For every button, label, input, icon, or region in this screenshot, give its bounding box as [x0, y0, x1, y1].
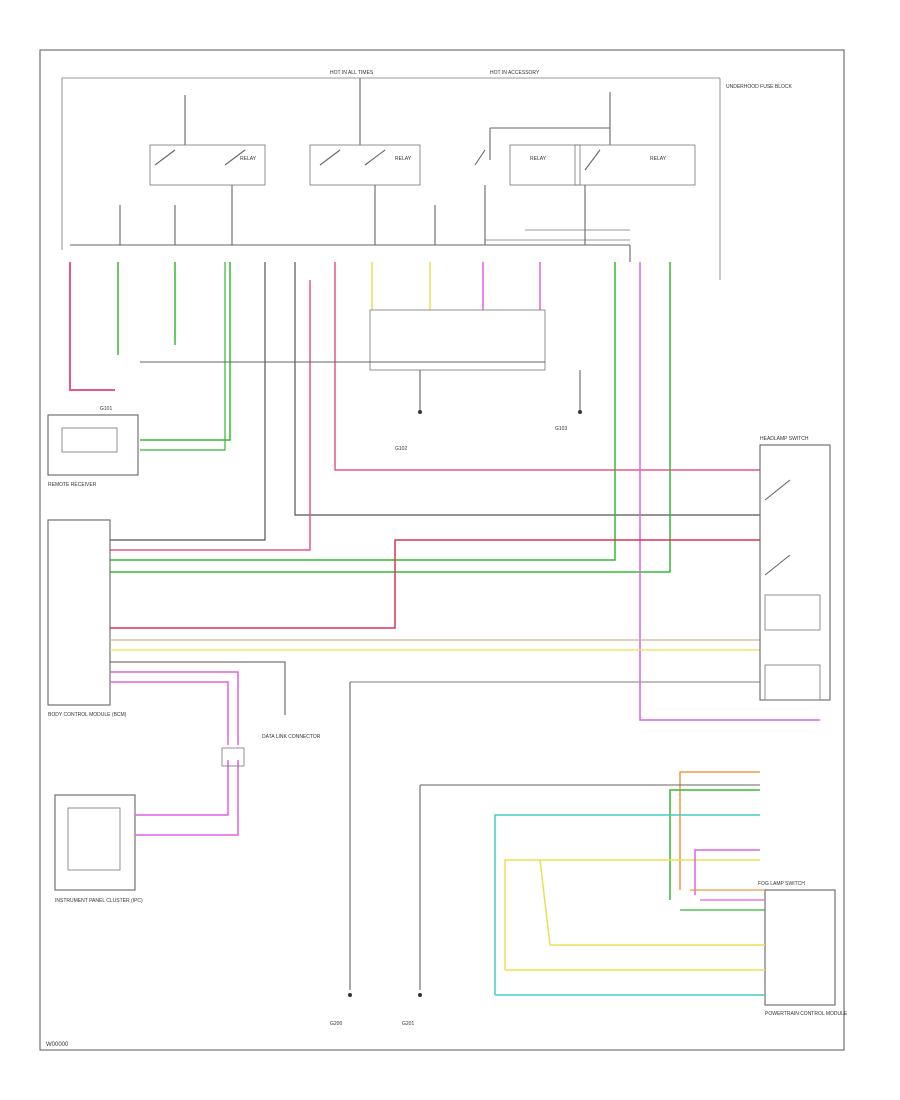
- headlamp-switch: HEADLAMP SWITCH: [759, 436, 831, 701]
- fuse-block-label: UNDERHOOD FUSE BLOCK: [726, 84, 793, 90]
- wire-magenta-right: [639, 262, 820, 721]
- relay-block-3: RELAY: [474, 144, 581, 186]
- relay-block-2: RELAY: [309, 144, 421, 186]
- diagram-border: [39, 49, 845, 1051]
- relay-block-1: RELAY: [149, 144, 266, 186]
- remote-receiver: REMOTE RECEIVER: [47, 414, 139, 488]
- pcm-label: POWERTRAIN CONTROL MODULE: [765, 1011, 848, 1017]
- footer-code: W00000: [46, 1042, 69, 1048]
- instrument-cluster: INSTRUMENT PANEL CLUSTER (IPC): [54, 794, 143, 904]
- wire-green-receiver: [140, 262, 231, 441]
- relay-2-label: RELAY: [395, 156, 412, 162]
- ground-right-label: G103: [555, 426, 567, 432]
- relay-block-4: RELAY: [574, 144, 696, 186]
- bcm-label: BODY CONTROL MODULE (BCM): [48, 712, 127, 718]
- fog-lamp-switch-label: FOG LAMP SWITCH: [758, 881, 805, 887]
- body-control-module: BODY CONTROL MODULE (BCM): [47, 519, 127, 718]
- ground-mid-label: G102: [395, 446, 407, 452]
- wire-cyan: [494, 814, 760, 995]
- wire-pink-headlamp: [334, 262, 760, 471]
- ground-left-label: G101: [100, 406, 112, 412]
- wire-red-fog: [110, 539, 760, 629]
- remote-receiver-label: REMOTE RECEIVER: [48, 482, 97, 488]
- lamp-group: [369, 309, 546, 371]
- hot-accessory-label: HOT IN ACCESSORY: [490, 70, 540, 76]
- relay-3-label: RELAY: [530, 156, 547, 162]
- wire-pink-left: [69, 262, 115, 391]
- relay-4-label: RELAY: [650, 156, 667, 162]
- headlamp-switch-label: HEADLAMP SWITCH: [760, 436, 809, 442]
- connector-label: DATA LINK CONNECTOR: [262, 734, 321, 740]
- ground-bottom-left-label: G200: [330, 1021, 342, 1027]
- ground-bottom-right-label: G201: [402, 1021, 414, 1027]
- fog-lamp-switch: FOG LAMP SWITCH POWERTRAIN CONTROL MODUL…: [758, 881, 848, 1017]
- hot-in-run-label: HOT IN ALL TIMES: [330, 70, 374, 76]
- ipc-label: INSTRUMENT PANEL CLUSTER (IPC): [55, 898, 143, 904]
- relay-1-label: RELAY: [240, 156, 257, 162]
